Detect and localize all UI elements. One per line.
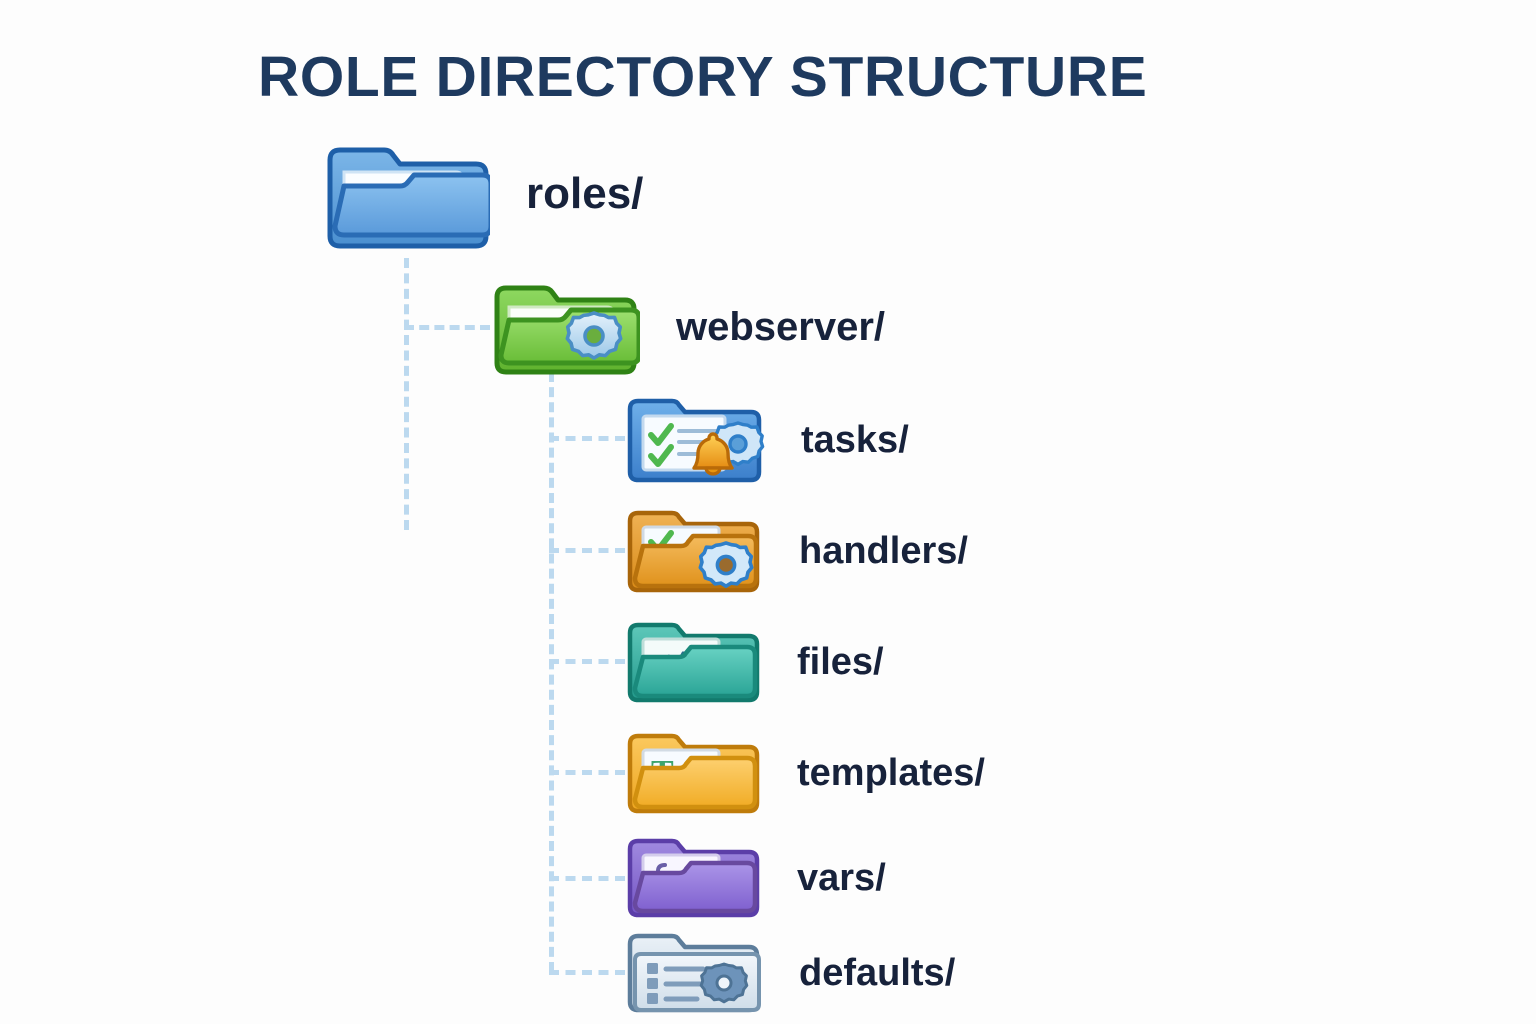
tree-node-label-webserver: webserver/ <box>676 304 886 349</box>
folder-green-gear-icon <box>490 278 640 376</box>
folder-grey-list-gear-icon <box>625 928 771 1018</box>
tree-node-label-tasks: tasks/ <box>801 418 909 461</box>
folder-teal-code-icon: </> <box>625 616 769 708</box>
folder-blue-open-icon <box>322 138 490 250</box>
connector-branch-tasks <box>549 436 625 441</box>
tree-node-label-handlers: handlers/ <box>799 529 968 572</box>
connector-branch-webserver <box>404 325 490 330</box>
tree-node-label-vars: vars/ <box>797 856 886 899</box>
tree-node-roles[interactable]: roles/ <box>322 138 643 250</box>
tree-node-label-roles: roles/ <box>526 169 644 218</box>
connector-branch-vars <box>549 876 625 881</box>
connector-trunk-roles <box>404 258 409 530</box>
connector-branch-handlers <box>549 548 625 553</box>
folder-amber-text-icon: T <box>625 727 769 819</box>
tree-node-templates[interactable]: T templates/ <box>625 727 985 819</box>
folder-purple-braces-icon <box>625 833 769 923</box>
tree-node-tasks[interactable]: tasks/ <box>625 392 909 488</box>
tree-node-label-defaults: defaults/ <box>799 951 956 994</box>
folder-orange-checklist-gear-icon <box>625 504 771 598</box>
page-title: ROLE DIRECTORY STRUCTURE <box>258 45 1148 109</box>
tree-node-handlers[interactable]: handlers/ <box>625 504 968 598</box>
connector-trunk-webserver <box>549 372 554 972</box>
tree-node-files[interactable]: </> files/ <box>625 616 884 708</box>
folder-blue-checklist-bell-gear-icon <box>625 392 773 488</box>
connector-branch-defaults <box>549 970 625 975</box>
tree-node-defaults[interactable]: defaults/ <box>625 928 955 1018</box>
connector-branch-templates <box>549 770 625 775</box>
connector-branch-files <box>549 659 625 664</box>
tree-node-label-files: files/ <box>797 640 884 683</box>
tree-node-webserver[interactable]: webserver/ <box>490 278 885 376</box>
tree-node-vars[interactable]: vars/ <box>625 833 886 923</box>
tree-node-label-templates: templates/ <box>797 751 985 794</box>
